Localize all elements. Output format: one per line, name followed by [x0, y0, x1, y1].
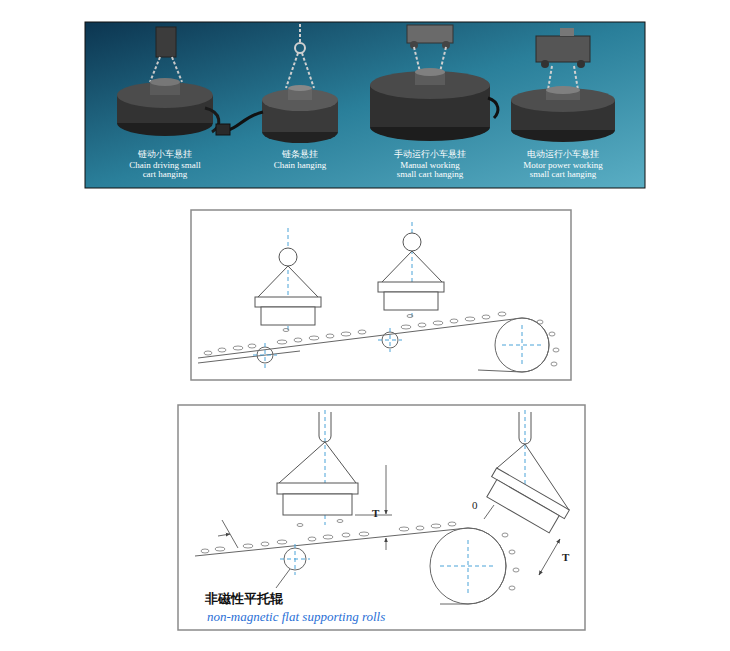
photo-caption: Motor power working small cart hanging	[515, 161, 611, 180]
dimension-label: T	[562, 552, 574, 564]
center-line	[253, 222, 542, 368]
suspended-magnet	[255, 233, 444, 325]
part-label: non-magnetic flat supporting rolls	[207, 610, 467, 624]
photo-panel	[85, 22, 645, 188]
magnet-photo	[511, 28, 615, 142]
dimension-label: T	[372, 508, 384, 520]
photo-caption: 链条悬挂	[250, 150, 350, 159]
photo-caption: 手动运行小车悬挂	[375, 150, 485, 159]
material	[204, 312, 559, 366]
magnet-photo	[370, 25, 498, 141]
center-line	[280, 410, 525, 595]
magnet-photo	[117, 27, 219, 136]
photo-caption: 链动小车悬挂	[115, 150, 215, 159]
magnet-photo	[216, 24, 338, 143]
material	[201, 520, 519, 591]
photo-caption: Manual working small cart hanging	[393, 161, 467, 180]
photo-caption: Chain hanging	[260, 161, 340, 170]
part-label: 非磁性平托辊	[205, 592, 325, 606]
photo-caption: 电动运行小车悬挂	[508, 150, 618, 159]
conveyor	[198, 318, 549, 372]
dimension-line	[218, 465, 560, 575]
diagram-panel	[191, 210, 571, 380]
leader-line	[276, 569, 290, 588]
suspended-magnet	[277, 412, 569, 536]
diagram-panel	[178, 405, 585, 630]
photo-caption: Chain driving small cart hanging	[128, 161, 202, 180]
angle-label: 0	[472, 500, 484, 512]
